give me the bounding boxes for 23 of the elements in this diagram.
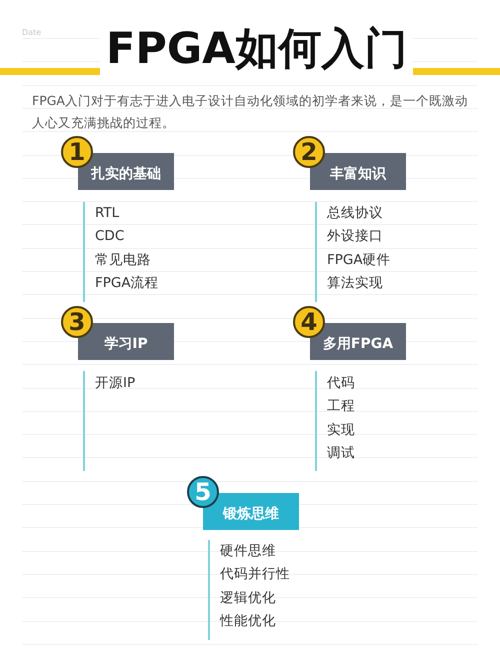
list-item: 实现 bbox=[327, 421, 355, 439]
list-item: FPGA硬件 bbox=[327, 251, 391, 269]
list-item: 常见电路 bbox=[95, 251, 151, 269]
list-item: CDC bbox=[95, 227, 124, 245]
number-badge: 2 bbox=[293, 136, 325, 168]
number-badge: 1 bbox=[61, 136, 93, 168]
list-item: 工程 bbox=[327, 397, 355, 415]
list-item: 硬件思维 bbox=[220, 542, 276, 560]
list-item: 总线协议 bbox=[327, 204, 383, 222]
intro-paragraph: FPGA入门对于有志于进入电子设计自动化领域的初学者来说，是一个既激动人心又充满挑战的过程。 bbox=[32, 92, 469, 132]
list-item: 逻辑优化 bbox=[220, 589, 276, 607]
list-item: RTL bbox=[95, 204, 120, 222]
list-item: 外设接口 bbox=[327, 227, 383, 245]
list-item: 性能优化 bbox=[220, 612, 276, 630]
number-badge: 5 bbox=[187, 476, 219, 508]
list-item: 调试 bbox=[327, 444, 355, 462]
list-item: 代码 bbox=[327, 374, 355, 392]
number-badge: 3 bbox=[61, 306, 93, 338]
list-item: 算法实现 bbox=[327, 274, 383, 292]
number-badge: 4 bbox=[293, 306, 325, 338]
list-item: 开源IP bbox=[95, 374, 136, 392]
list-item: FPGA流程 bbox=[95, 274, 159, 292]
list-item: 代码并行性 bbox=[220, 565, 290, 583]
